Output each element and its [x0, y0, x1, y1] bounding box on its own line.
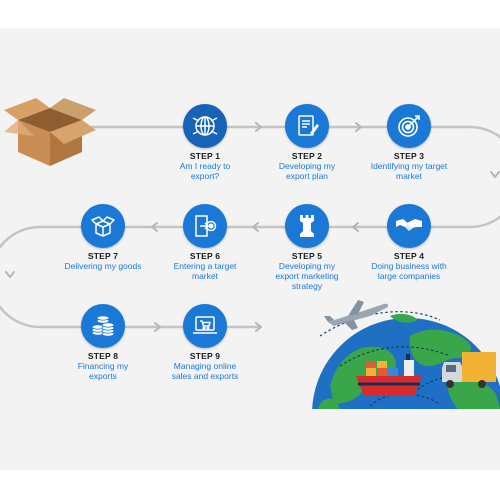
step-description-line: market	[396, 171, 422, 181]
delivery-truck-icon	[442, 352, 496, 388]
step-label: STEP 4	[393, 251, 425, 261]
step-label: STEP 9	[189, 351, 221, 361]
door-target-icon	[183, 204, 227, 248]
step-label: STEP 2	[291, 151, 323, 161]
cardboard-box-icon	[4, 98, 96, 166]
step-label: STEP 6	[189, 251, 221, 261]
step-description-line: market	[192, 271, 218, 281]
coin-stacks-icon	[81, 304, 125, 348]
step-description-line: Managing online	[173, 361, 237, 371]
step-label: STEP 7	[87, 251, 119, 261]
step-description-line: exports	[89, 371, 117, 381]
step-label: STEP 1	[189, 151, 221, 161]
open-box-icon	[81, 204, 125, 248]
step-description-line: sales and exports	[171, 371, 239, 381]
chess-rook-icon	[285, 204, 329, 248]
step-5[interactable]: STEP 5 Developing my export marketing st…	[252, 204, 362, 291]
step-7[interactable]: STEP 7 Delivering my goods	[48, 204, 158, 271]
step-description-line: export?	[190, 171, 220, 181]
step-description-line: Entering a target	[173, 261, 237, 271]
step-label: STEP 8	[87, 351, 119, 361]
step-description-line: export marketing	[275, 271, 339, 281]
step-description-line: export plan	[285, 171, 329, 181]
step-6[interactable]: STEP 6 Entering a target market	[150, 204, 260, 281]
step-description-line: Developing my	[278, 261, 336, 271]
step-description-line: Am I ready to	[179, 161, 231, 171]
step-description-line: Doing business with	[371, 261, 447, 271]
handshake-icon	[387, 204, 431, 248]
step-description-line: Financing my	[77, 361, 129, 371]
document-pen-icon	[285, 104, 329, 148]
step-description-line: strategy	[291, 281, 323, 291]
step-description-line: Identifying my target	[370, 161, 448, 171]
target-arrow-icon	[387, 104, 431, 148]
step-8[interactable]: STEP 8 Financing my exports	[48, 304, 158, 381]
globe-network-icon	[183, 104, 227, 148]
step-label: STEP 5	[291, 251, 323, 261]
step-4[interactable]: STEP 4 Doing business with large compani…	[354, 204, 464, 281]
step-description-line: large companies	[377, 271, 441, 281]
step-description-line: Developing my	[278, 161, 336, 171]
step-3[interactable]: STEP 3 Identifying my target market	[354, 104, 464, 181]
globe-logistics-illustration	[312, 300, 500, 409]
step-2[interactable]: STEP 2 Developing my export plan	[252, 104, 362, 181]
cargo-ship-icon	[356, 354, 422, 396]
airplane-icon	[324, 300, 389, 330]
laptop-cart-icon	[183, 304, 227, 348]
step-description-line: Delivering my goods	[64, 261, 142, 271]
step-9[interactable]: STEP 9 Managing online sales and exports	[150, 304, 260, 381]
step-1[interactable]: STEP 1 Am I ready to export?	[150, 104, 260, 181]
step-label: STEP 3	[393, 151, 425, 161]
